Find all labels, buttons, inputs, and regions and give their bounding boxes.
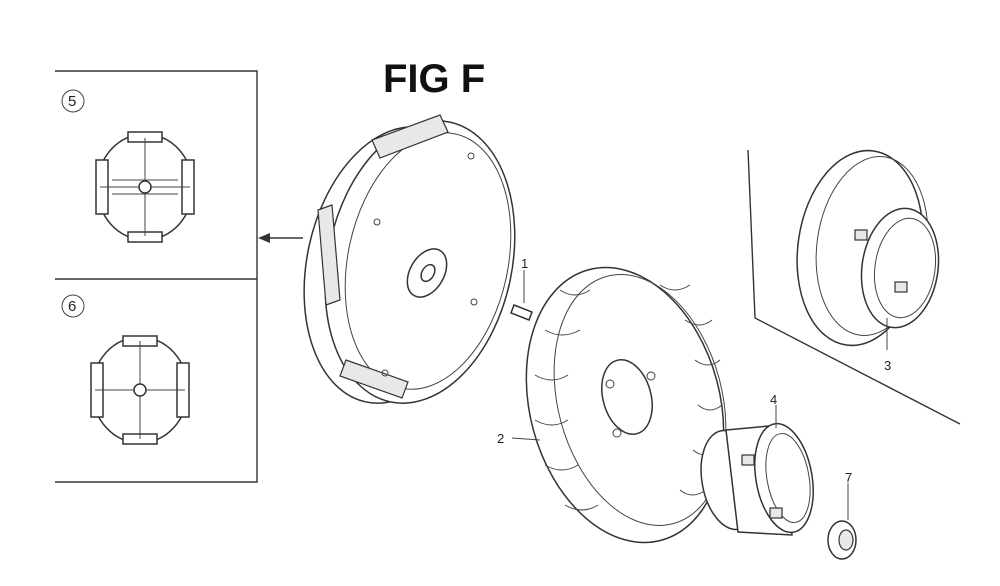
callout-5: 5 <box>61 89 85 113</box>
svg-text:5: 5 <box>68 93 76 110</box>
callout-3: 3 <box>884 358 891 373</box>
callout-6: 6 <box>61 294 85 318</box>
rotor-assembly-icon <box>303 114 516 404</box>
nut-icon <box>827 483 857 560</box>
svg-text:6: 6 <box>68 298 76 315</box>
pulley-inset-frame <box>747 149 961 425</box>
callout-7: 7 <box>845 470 852 485</box>
callout-4: 4 <box>770 392 777 407</box>
arrow-head-icon <box>258 233 270 243</box>
key-icon <box>510 270 533 321</box>
callout-1: 1 <box>521 256 528 271</box>
rotor-face-icon <box>90 335 190 445</box>
callout-2: 2 <box>497 431 504 446</box>
figure-title: FIG F <box>383 57 485 101</box>
pulley-cover-icon <box>796 149 940 350</box>
starter-cup-icon <box>700 405 814 536</box>
variant-inset-frame <box>55 70 303 483</box>
rotor-face-icon <box>95 131 195 243</box>
flywheel-icon <box>525 266 727 544</box>
